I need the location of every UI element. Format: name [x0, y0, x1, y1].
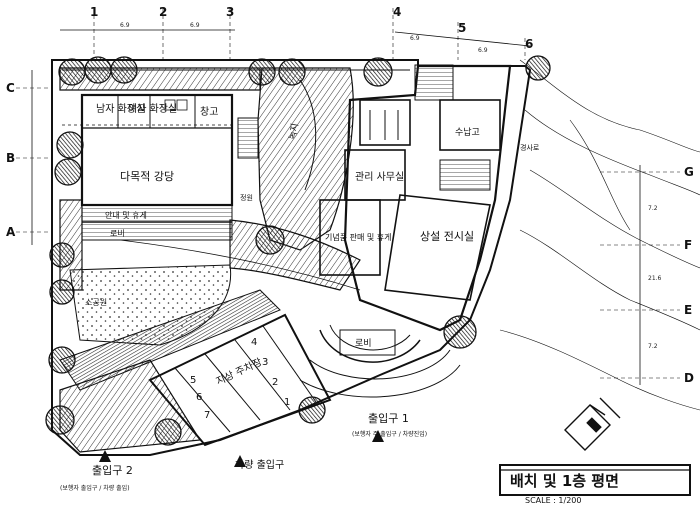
- grid-A: A: [6, 225, 16, 239]
- label-entrance-1: 출입구 1: [368, 412, 409, 425]
- room-label-cafe: 기념품 판매 및 휴게: [325, 232, 392, 242]
- grid-5: 5: [458, 21, 466, 35]
- parking-num-2: 2: [272, 377, 278, 388]
- parking-num-5: 5: [190, 375, 196, 386]
- dim-right-2: 21.6: [648, 275, 662, 282]
- diagonal-green-band: [59, 289, 281, 391]
- label-entrance-2: 출입구 2: [92, 464, 133, 477]
- grid-4: 4: [393, 5, 401, 19]
- grid-axis-left: C B A: [6, 70, 52, 245]
- room-label-toilet-left: 남자 화장실: [96, 103, 145, 115]
- label-vehicle-entrance: 차량 출입구: [235, 458, 284, 471]
- multipurpose-block: 남자 화장실 여자 화장실 창고 다목적 강당: [80, 93, 259, 207]
- road-lines: [119, 239, 361, 291]
- label-plaza: 소공원: [85, 298, 107, 307]
- room-label-storage2: 수납고: [455, 127, 480, 138]
- room-label-toilet-right: 여자 화장실: [128, 103, 177, 115]
- drawing-title: 배치 및 1층 평면: [510, 472, 619, 490]
- grid-C: C: [6, 81, 15, 95]
- grid-1: 1: [90, 5, 98, 19]
- label-hill: 녹지: [287, 122, 301, 140]
- grid-2: 2: [159, 5, 167, 19]
- hill-inner: [299, 79, 317, 191]
- exhibition-block: 관리 사무실 수납고 상설 전시실 기념품 판매 및 휴게: [319, 64, 512, 332]
- parking-num-3: 3: [262, 357, 268, 368]
- label-parking: 지상 주차장: [214, 356, 264, 388]
- grid-E: E: [684, 303, 692, 317]
- parking-num-1: 1: [284, 397, 290, 408]
- grid-D: D: [684, 371, 694, 385]
- entrance-labels: 출입구 1 (보행자 주 출입구 / 차량진입) 출입구 2 (보행자 출입구 …: [60, 412, 427, 492]
- dim-top-3: 6.9: [410, 35, 420, 42]
- title-block: 배치 및 1층 평면 SCALE : 1/200: [499, 464, 691, 505]
- label-lobby: 로비: [110, 229, 125, 238]
- room-label-storage: 창고: [200, 106, 218, 118]
- grid-axis-top: 1 2 3 4 5 6 6.9 6.9 6.9 6.9: [60, 5, 533, 60]
- dim-right-3: 7.2: [648, 343, 658, 350]
- dim-right-1: 7.2: [648, 205, 658, 212]
- entrance-plaza: 로비: [299, 324, 461, 398]
- grid-F: F: [684, 238, 692, 252]
- label-entrance-2-note: (보행자 출입구 / 차량 출입): [60, 484, 130, 492]
- label-green: 정원: [240, 193, 253, 202]
- hill-area: [257, 67, 354, 251]
- room-label-multipurpose: 다목적 강당: [120, 170, 174, 183]
- parking-num-6: 6: [196, 392, 202, 403]
- label-entrance-1-note: (보행자 주 출입구 / 차량진입): [352, 430, 427, 438]
- drawing-scale: SCALE : 1/200: [525, 496, 581, 505]
- contour-lines: [499, 59, 700, 411]
- dim-top-2: 6.9: [190, 22, 200, 29]
- stair-hall: [237, 117, 259, 159]
- room-label-exhibition: 상설 전시실: [420, 230, 474, 243]
- room-label-management: 관리 사무실: [355, 171, 404, 183]
- grid-3: 3: [226, 5, 234, 19]
- label-info: 안내 및 휴게: [105, 210, 147, 220]
- grid-B: B: [6, 151, 15, 165]
- grid-6: 6: [525, 37, 533, 51]
- grid-axis-right: G F E D 7.2 21.6 7.2: [600, 165, 694, 385]
- dim-top-4: 6.9: [478, 47, 488, 54]
- parking-num-7: 7: [204, 410, 210, 421]
- north-arrow: [564, 397, 621, 451]
- parking-num-4: 4: [251, 337, 257, 348]
- label-slope: 경사로: [520, 143, 540, 152]
- grid-G: G: [684, 165, 694, 179]
- dim-top-1: 6.9: [120, 22, 130, 29]
- label-lobby-2: 로비: [355, 338, 372, 349]
- trees: [45, 55, 551, 446]
- terrace-steps: 안내 및 휴게 로비: [81, 204, 233, 241]
